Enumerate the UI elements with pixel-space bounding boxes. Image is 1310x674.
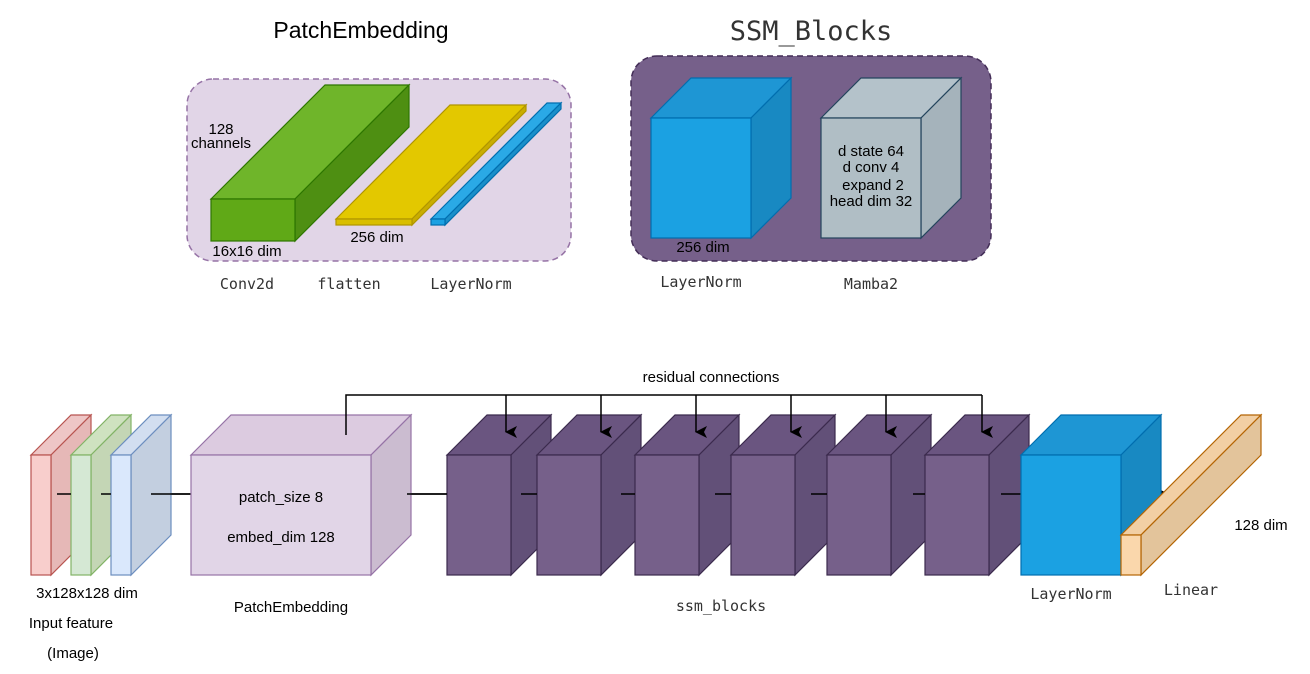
channels-label-line1: 128 [208,121,233,138]
flatten-block [334,103,528,227]
ssm-blocks-title: SSM_Blocks [730,16,893,47]
input-dim-label: 3x128x128 dim [36,585,138,602]
conv-dim-label: 16x16 dim [212,243,281,260]
flatten-dim-label: 256 dim [350,229,403,246]
ssm-block-4 [729,413,837,577]
ssm-block-5 [825,413,933,577]
channels-label-line2: channels [191,135,251,152]
patch-embedding-cube [189,413,413,577]
input-cube-blue [109,413,173,577]
residual-connections [345,394,993,438]
patch-embedding-title: PatchEmbedding [273,17,448,43]
ssm-block-2 [535,413,643,577]
mamba-param-d-conv: d conv 4 [843,159,900,176]
mamba2-cube [819,76,963,240]
ssm-norm-dim-label: 256 dim [676,239,729,256]
input-feature-label: Input feature [29,615,113,632]
ssm-block-1 [445,413,553,577]
ssm-layernorm-cube [649,76,793,240]
embed-dim-label: embed_dim 128 [227,529,335,546]
layernorm-thin-block [429,101,563,227]
residual-connections-label: residual connections [643,369,780,386]
ssm-block-cubes [445,413,1031,577]
patch-size-label: patch_size 8 [239,489,323,506]
mamba2-label: Mamba2 [844,275,898,293]
mamba-param-expand: expand 2 [842,177,904,194]
linear-label: Linear [1164,581,1218,599]
output-dim-label: 128 dim [1234,517,1287,534]
input-image-label: (Image) [47,645,99,662]
ssm-blocks-label: ssm_blocks [676,597,766,615]
ssm-block-6 [923,413,1031,577]
conv2d-block [209,83,411,243]
mamba-param-head-dim: head dim 32 [830,193,913,210]
mamba-param-d-state: d state 64 [838,143,904,160]
ssm-layernorm-label: LayerNorm [660,273,741,291]
patch-embedding-label: PatchEmbedding [234,599,348,616]
flatten-label: flatten [317,275,380,293]
linear-block [1119,413,1263,577]
final-layernorm-label: LayerNorm [1030,585,1111,603]
conv2d-label: Conv2d [220,275,274,293]
top-layernorm-label: LayerNorm [430,275,511,293]
ssm-block-3 [633,413,741,577]
